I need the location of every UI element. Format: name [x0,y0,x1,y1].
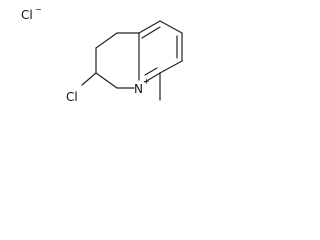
bond-c3-cl [81,72,97,86]
bond-c6-c5 [159,60,183,74]
bond-c8a-c8 [138,20,161,34]
chloro-substituent: Cl [66,90,78,104]
ring-nitrogen: N + [134,77,150,96]
chloro-symbol: Cl [66,90,78,104]
bond-c5-n [144,72,161,83]
nitrogen-symbol: N [134,82,143,96]
structure-diagram: Cl − N + Cl [21,5,183,104]
bond-set [81,20,183,101]
chloride-counterion: Cl − [21,5,42,22]
bond-c5-n-inner [144,67,158,76]
counterion-symbol: Cl [21,8,33,22]
nitrogen-charge: + [143,77,150,86]
bond-c8-c7 [159,20,183,34]
bond-c1-c2 [95,32,118,49]
counterion-charge: − [35,5,42,14]
bond-c8-c8-inner [141,26,161,39]
bond-c3-c4 [95,72,118,89]
